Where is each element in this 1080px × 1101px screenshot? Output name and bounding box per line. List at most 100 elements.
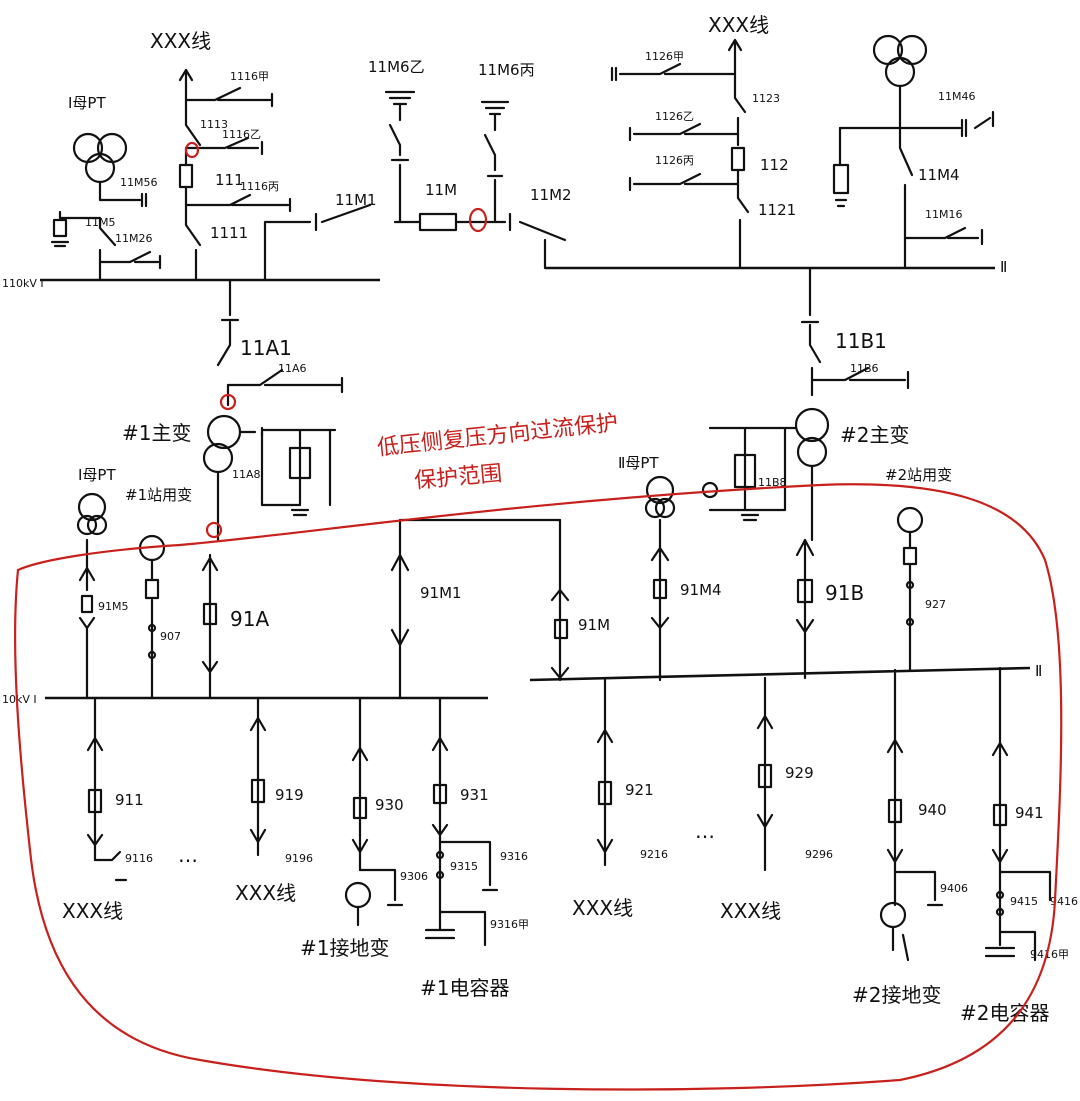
label-1126b: 1126乙 <box>655 110 694 123</box>
label-921: 921 <box>625 781 654 799</box>
dots-1: … <box>178 843 198 867</box>
label-11m56: 11M56 <box>120 176 158 189</box>
label-11m46: 11M46 <box>938 90 976 103</box>
label-9316: 9316 <box>500 850 528 863</box>
lv-st1-label: #1站用变 <box>125 486 192 504</box>
tx1-label: #1主变 <box>122 421 191 445</box>
hv-line-right-label: XXX线 <box>708 13 769 37</box>
label-927: 927 <box>925 598 946 611</box>
label-911: 911 <box>115 791 144 809</box>
lv-bus-2 <box>529 666 1031 682</box>
lv-supply-bays: Ⅰ母PT 91M5 #1站用变 907 91A 91M1 91M Ⅱ母PT 91… <box>76 454 952 700</box>
ct-marker-tx1-lv <box>205 521 223 539</box>
label-1116a: 1116甲 <box>230 70 269 83</box>
label-91m5: 91M5 <box>98 600 129 613</box>
label-11b8: 11B8 <box>758 476 787 489</box>
label-11a8: 11A8 <box>232 468 261 481</box>
label-11m6c: 11M6丙 <box>478 61 535 79</box>
label-11m4: 11M4 <box>918 166 960 184</box>
label-91a: 91A <box>230 607 269 631</box>
label-11m6b: 11M6乙 <box>368 58 425 76</box>
label-11m16: 11M16 <box>925 208 963 221</box>
tx1-bay: 11A1 11A6 #1主变 11A8 <box>122 278 344 542</box>
label-929: 929 <box>785 764 814 782</box>
label-9116: 9116 <box>125 852 153 865</box>
label-9406: 9406 <box>940 882 968 895</box>
label-1113: 1113 <box>200 118 228 131</box>
label-11a1: 11A1 <box>240 336 292 360</box>
ct-marker-11m <box>468 207 488 233</box>
cap2-label: #2电容器 <box>960 1001 1049 1025</box>
hv-line-bay-left: XXX线 1116甲 1113 1116乙 111 1116丙 1111 <box>150 29 292 282</box>
line-911-label: XXX线 <box>62 899 123 923</box>
label-91m4: 91M4 <box>680 581 722 599</box>
label-11b1: 11B1 <box>835 329 887 353</box>
label-1123: 1123 <box>752 92 780 105</box>
label-11b6: 11B6 <box>850 362 879 375</box>
line-929-label: XXX线 <box>720 899 781 923</box>
label-9316a: 9316甲 <box>490 918 529 931</box>
lv-st2-label: #2站用变 <box>885 466 952 484</box>
label-11m5: 11M5 <box>85 216 116 229</box>
label-1116c: 1116丙 <box>240 180 279 193</box>
label-11m26: 11M26 <box>115 232 153 245</box>
label-91m1: 91M1 <box>420 584 462 602</box>
lv-feeders-bus2: 921 9216 XXX线 … 929 9296 XXX线 940 9406 #… <box>572 666 1078 1025</box>
label-9216: 9216 <box>640 848 668 861</box>
ct-marker-tx1-hv <box>219 393 237 411</box>
label-1121: 1121 <box>758 201 796 219</box>
label-11m: 11M <box>425 181 457 199</box>
label-930: 930 <box>375 796 404 814</box>
label-1111: 1111 <box>210 224 248 242</box>
label-9416: 9416 <box>1050 895 1078 908</box>
label-940: 940 <box>918 801 947 819</box>
label-9415: 9415 <box>1010 895 1038 908</box>
label-9315: 9315 <box>450 860 478 873</box>
label-9196: 9196 <box>285 852 313 865</box>
protection-note-line1: 低压侧复压方向过流保护 <box>376 411 619 461</box>
label-941: 941 <box>1015 804 1044 822</box>
label-91b: 91B <box>825 581 864 605</box>
dots-2: … <box>695 819 715 843</box>
hv-pt-bay-right: 11M46 11M4 11M16 <box>832 34 995 270</box>
label-907: 907 <box>160 630 181 643</box>
hv-bus-2-label: Ⅱ <box>1000 258 1007 276</box>
label-11m2: 11M2 <box>530 186 572 204</box>
label-1126a: 1126甲 <box>645 50 684 63</box>
label-931: 931 <box>460 786 489 804</box>
label-9296: 9296 <box>805 848 833 861</box>
label-11a6: 11A6 <box>278 362 307 375</box>
protection-note-line2: 保护范围 <box>413 461 503 494</box>
tx2-label: #2主变 <box>840 423 909 447</box>
gt1-label: #1接地变 <box>300 936 389 960</box>
tx2-bay: 11B1 11B6 #2主变 11B8 <box>701 266 909 542</box>
protection-zone-boundary <box>14 483 1063 1091</box>
label-112: 112 <box>760 156 789 174</box>
hv-bus-coupler: 11M1 11M 11M2 11M6乙 11M6丙 <box>263 58 572 282</box>
protection-zone: 低压侧复压方向过流保护 保护范围 <box>14 141 1063 1091</box>
label-1116b: 1116乙 <box>222 128 261 141</box>
hv-pt-bay-left: Ⅰ母PT 11M56 11M5 11M26 <box>50 94 162 282</box>
label-1126c: 1126丙 <box>655 154 694 167</box>
hv-bus-1-label: 110kV Ⅰ <box>2 277 44 290</box>
lv-bus-2-label: Ⅱ <box>1035 662 1042 680</box>
line-919-label: XXX线 <box>235 881 296 905</box>
label-9416a: 9416甲 <box>1030 948 1069 961</box>
lv-pt1-label: Ⅰ母PT <box>78 466 116 484</box>
line-921-label: XXX线 <box>572 896 633 920</box>
hv-line-bay-right: XXX线 1126甲 1123 1126乙 112 1126丙 1121 <box>610 13 796 270</box>
label-11m1: 11M1 <box>335 191 377 209</box>
label-111: 111 <box>215 171 244 189</box>
label-919: 919 <box>275 786 304 804</box>
pt-left-label: Ⅰ母PT <box>68 94 106 112</box>
lv-feeders-bus1: 911 9116 XXX线 … 919 9196 XXX线 930 9306 #… <box>62 696 529 1000</box>
lv-pt2-label: Ⅱ母PT <box>618 454 659 472</box>
ct-marker-1113 <box>184 141 200 159</box>
label-91m: 91M <box>578 616 610 634</box>
lv-bus-1-label: 10kV Ⅰ <box>2 693 37 706</box>
hv-line-left-label: XXX线 <box>150 29 211 53</box>
label-9306: 9306 <box>400 870 428 883</box>
gt2-label: #2接地变 <box>852 983 941 1007</box>
cap1-label: #1电容器 <box>420 976 509 1000</box>
